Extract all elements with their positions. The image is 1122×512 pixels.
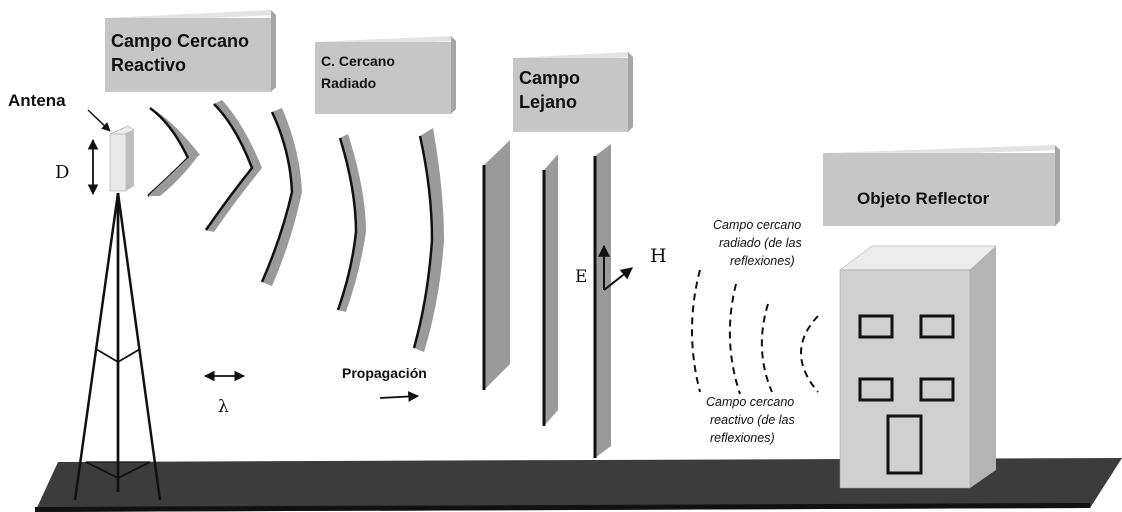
reactive-wavefront-3 <box>262 108 302 286</box>
reflection-note-reactivo: Campo cercano reactivo (de las reflexion… <box>706 395 795 445</box>
reflected-wavefront-4 <box>800 315 819 393</box>
reflected-wavefront-2 <box>728 283 741 395</box>
antenna-element <box>109 125 135 192</box>
building-window-4 <box>919 377 955 402</box>
building-window-3 <box>858 377 894 402</box>
building-door <box>886 414 923 475</box>
box-reactivo-line2: Reactivo <box>111 55 186 75</box>
reflected-wavefronts <box>691 269 819 395</box>
box-objeto-reflector: Objeto Reflector <box>823 145 1060 226</box>
svg-text:Campo cercano: Campo cercano <box>706 395 794 409</box>
radiated-wavefront-1 <box>338 134 366 312</box>
reflected-wavefront-1 <box>691 269 701 393</box>
antena-label: Antena <box>8 91 66 110</box>
far-wavefront-2 <box>544 154 558 426</box>
reactive-wavefronts <box>147 100 302 286</box>
antena-pointer-arrow <box>87 109 111 132</box>
h-field-label: H <box>650 245 667 267</box>
box-reflector-label: Objeto Reflector <box>857 189 990 208</box>
svg-text:reflexiones): reflexiones) <box>730 254 795 268</box>
antenna-tower <box>73 192 162 501</box>
box-reactivo-line1: Campo Cercano <box>111 31 249 51</box>
reflected-wavefront-3 <box>760 303 773 393</box>
e-field-label: E <box>575 267 587 287</box>
lambda-label: λ <box>218 397 229 417</box>
d-label: D <box>55 162 69 183</box>
radiated-wavefront-2 <box>414 128 444 352</box>
svg-text:reflexiones): reflexiones) <box>710 431 775 445</box>
far-wavefront-1 <box>484 140 510 390</box>
ground-edge <box>35 503 1090 512</box>
svg-text:Campo cercano: Campo cercano <box>713 218 801 232</box>
box-radiado-line2: Radiado <box>321 75 376 91</box>
svg-text:reactivo (de las: reactivo (de las <box>710 413 795 427</box>
far-wavefront-3 <box>595 144 611 458</box>
reactive-wavefront-2 <box>206 100 262 232</box>
far-field-wavefronts <box>482 140 611 458</box>
propagacion-arrow <box>379 391 420 402</box>
building-window-2 <box>919 314 955 339</box>
propagacion-label: Propagación <box>342 365 427 381</box>
building-window-1 <box>858 314 894 339</box>
h-field-arrow <box>603 267 633 291</box>
box-radiado-line1: C. Cercano <box>321 53 395 69</box>
box-lejano-line2: Lejano <box>519 92 577 112</box>
svg-text:radiado (de las: radiado (de las <box>719 236 802 250</box>
reflection-note-radiado: Campo cercano radiado (de las reflexione… <box>713 218 802 268</box>
box-lejano-line1: Campo <box>519 68 580 88</box>
box-cercano-radiado: C. Cercano Radiado <box>315 36 456 114</box>
box-campo-cercano-reactivo: Campo Cercano Reactivo <box>105 10 276 92</box>
radiated-wavefronts <box>336 128 444 352</box>
reflector-building <box>839 245 997 489</box>
box-campo-lejano: Campo Lejano <box>513 52 633 132</box>
